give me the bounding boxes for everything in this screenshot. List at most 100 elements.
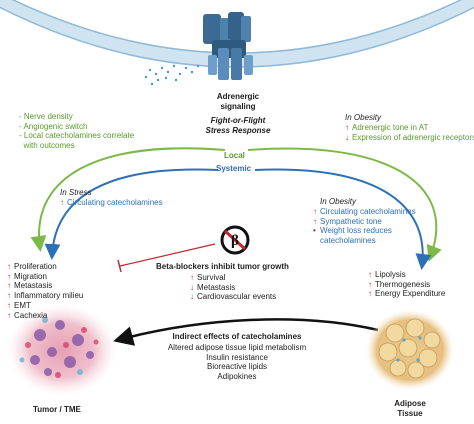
adipose-effect-item: ↑Thermogenesis [368,280,445,290]
receptor-title-line1: Adrenergic [216,92,260,101]
tumor-effect-text: Migration [14,271,47,281]
adipose-effect-text: Energy Expenditure [375,289,446,299]
local-right-list: ↑Adrenergic tone in AT ↓Expression of ad… [345,123,474,142]
local-left-item: - Local catecholamines correlate [19,131,135,141]
obesity-systemic-heading: In Obesity [320,197,357,206]
svg-text:β: β [231,233,239,249]
indirect-effects-title: Indirect effects of catecholamines [172,332,302,341]
local-right-item-text: Adrenergic tone in AT [352,123,429,132]
adipose-label-line1: Adipose [394,399,426,408]
local-arrow-left [30,147,226,252]
systemic-arrow-left [44,168,219,260]
tumor-effect-item: ↑EMT [7,301,83,311]
receptor-subtitle-line2: Stress Response [205,125,271,135]
up-arrow-icon: ↑ [7,300,11,310]
adipose-tissue-image [366,310,454,390]
up-arrow-icon: ↑ [368,270,372,279]
tumor-effect-item: ↑Migration [7,272,83,282]
indirect-effect-item: Bioreactive lipids [206,362,268,372]
obesity-systemic-item-text: catecholamines [320,236,376,246]
indirect-effect-item: Adipokines [217,372,257,382]
down-arrow-icon: ↓ [190,282,194,292]
tumor-effects-list: ↑Proliferation ↑Migration ↑Metastasis ↑I… [7,262,83,320]
beta-blockers-item-text: Survival [197,273,226,282]
up-arrow-icon: ↑ [7,281,11,291]
up-arrow-icon: ↑ [313,216,317,226]
adrenergic-receptor-icon [203,12,253,80]
obesity-systemic-item-text: Circulating catecholamines [320,207,416,216]
local-right-heading: In Obesity [345,113,382,122]
down-arrow-icon: ↓ [190,292,194,302]
down-arrow-icon: ↓ [345,132,349,142]
up-arrow-icon: ↑ [7,291,11,301]
obesity-systemic-list: ↑Circulating catecholamines ↑Sympathetic… [313,207,416,246]
adipose-effect-item: ↑Lipolysis [368,270,445,280]
up-arrow-icon: ↑ [7,262,11,271]
systemic-label: Systemic [216,164,252,173]
adipose-effect-item: ↑Energy Expenditure [368,289,445,299]
up-arrow-icon: ↑ [190,273,194,282]
obesity-systemic-item: ↑Sympathetic tone [313,217,416,227]
up-arrow-icon: ↑ [345,123,349,132]
receptor-subtitle-line1: Fight-or-Flight [210,116,266,125]
tumor-effect-text: Proliferation [14,262,57,271]
local-left-item: - Angiogenic switch [19,121,88,131]
up-arrow-icon: ↑ [60,198,64,207]
up-arrow-icon: ↑ [368,289,372,299]
stress-list: ↑Circulating catecholamines [60,198,163,208]
tumor-tme-image [7,304,117,396]
indirect-effect-item: Insulin resistance [206,352,268,362]
obesity-systemic-item: ↑Circulating catecholamines [313,207,416,217]
tumor-effect-item: ↑Inflammatory milieu [7,291,83,301]
up-arrow-icon: ↑ [7,310,11,320]
adipose-effect-text: Thermogenesis [375,279,431,289]
beta-blockers-item: ↑Survival [190,273,276,283]
tumor-effect-text: EMT [14,300,31,310]
local-label: Local [224,151,245,160]
tumor-label: Tumor / TME [33,405,81,414]
obesity-systemic-item: • Weight loss reduces [313,226,416,236]
beta-blocker-inhibition-line [117,243,216,273]
tumor-effect-text: Inflammatory milieu [14,291,84,301]
local-left-item: with outcomes [19,141,75,151]
indirect-effect-item: Altered adipose tissue lipid metabolism [167,343,307,352]
bullet-dot-icon: • [313,226,316,236]
local-arrow-right [247,147,442,262]
stress-item-text: Circulating catecholamines [67,198,163,207]
beta-blockers-item: ↓Cardiovascular events [190,292,276,302]
adipose-effect-text: Lipolysis [375,270,406,279]
receptor-title: Adrenergic signaling [206,92,270,111]
up-arrow-icon: ↑ [313,207,317,216]
tumor-effect-text: Cachexia [14,310,48,320]
receptor-subtitle: Fight-or-Flight Stress Response [196,116,280,135]
beta-blockers-item-text: Cardiovascular events [197,292,277,302]
beta-blockers-list: ↑Survival ↓Metastasis ↓Cardiovascular ev… [190,273,276,302]
up-arrow-icon: ↑ [7,271,11,281]
up-arrow-icon: ↑ [368,279,372,289]
systemic-arrow-right [254,168,432,270]
local-left-list: - Nerve density - Angiogenic switch - Lo… [19,112,134,151]
stress-item: ↑Circulating catecholamines [60,198,163,208]
beta-blocker-icon: β [220,225,250,255]
local-right-item: ↑Adrenergic tone in AT [345,123,474,133]
obesity-systemic-item: catecholamines [313,236,416,246]
tumor-effect-item: ↑Metastasis [7,281,83,291]
catecholamine-dots [144,64,200,86]
indirect-effects-list: Altered adipose tissue lipid metabolism … [137,343,337,382]
tumor-effect-item: ↑Proliferation [7,262,83,272]
tumor-effect-text: Metastasis [14,281,53,291]
indirect-effects-arrow [113,318,379,346]
local-right-item: ↓Expression of adrenergic receptors [345,133,474,143]
obesity-systemic-item-text: Sympathetic tone [320,216,382,226]
stress-heading: In Stress [60,188,92,197]
beta-blockers-item: ↓Metastasis [190,283,276,293]
adipose-effects-list: ↑Lipolysis ↑Thermogenesis ↑Energy Expend… [368,270,445,299]
tumor-effect-item: ↑Cachexia [7,311,83,321]
obesity-systemic-item-text: Weight loss reduces [320,226,392,236]
beta-blockers-item-text: Metastasis [197,282,236,292]
adipose-label-line2: Tissue [397,408,423,418]
local-left-item: - Nerve density [19,112,73,121]
receptor-title-line2: signaling [220,101,256,111]
beta-blockers-title: Beta-blockers inhibit tumor growth [156,262,289,271]
